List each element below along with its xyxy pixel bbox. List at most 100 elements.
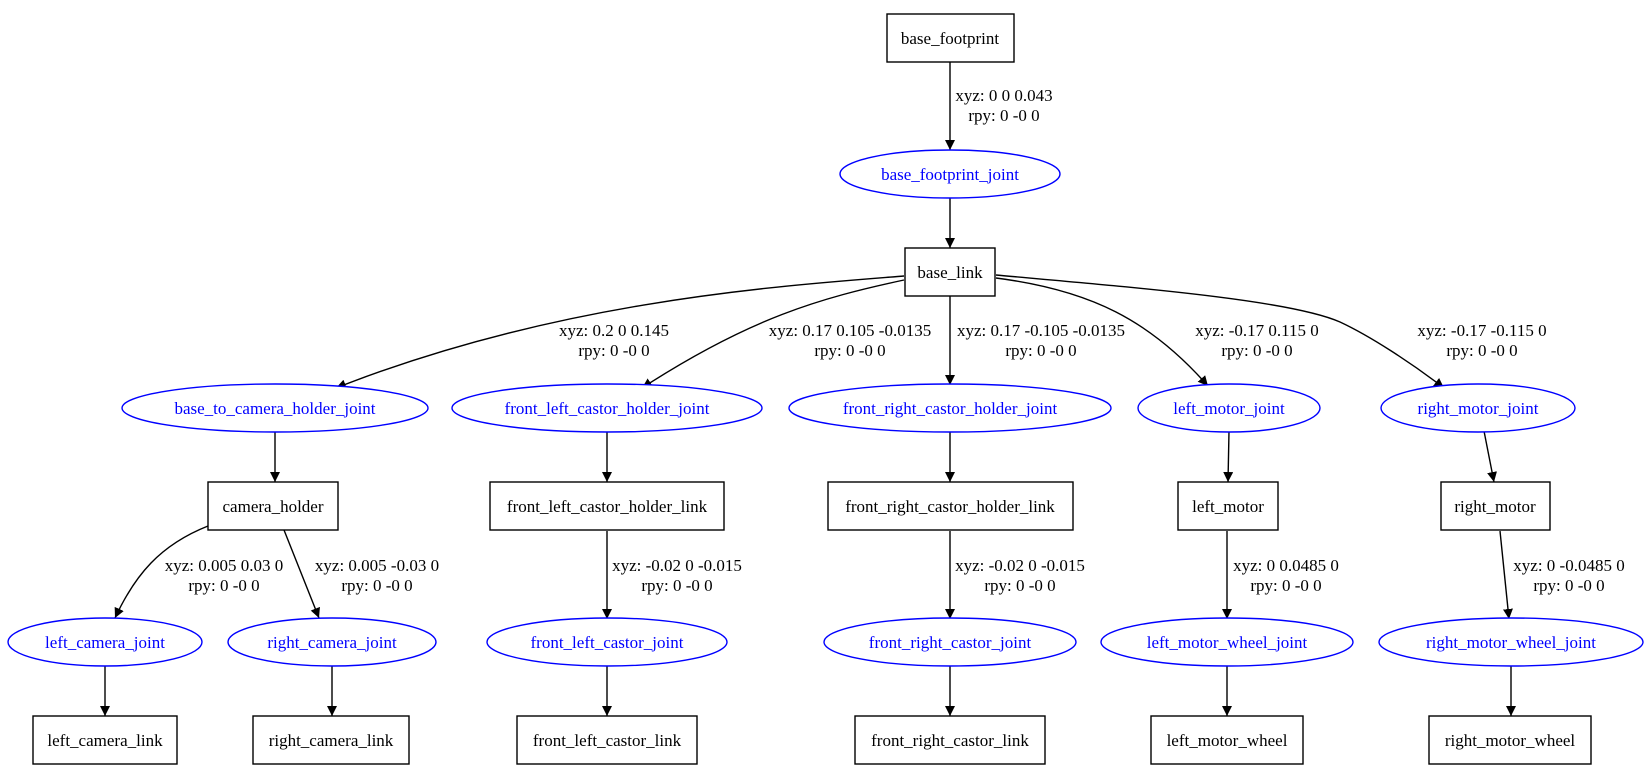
edge-label-left-motor-wheel-joint: xyz: 0 0.0485 0 rpy: 0 -0 0 — [1233, 556, 1339, 595]
link-label: front_right_castor_holder_link — [845, 497, 1055, 516]
edge-label-xyz: xyz: 0.2 0 0.145 — [559, 321, 669, 340]
joint-node-right-camera-joint[interactable]: right_camera_joint — [227, 617, 437, 667]
joint-ellipse — [1100, 617, 1354, 667]
edge-label-rpy: rpy: 0 -0 0 — [814, 341, 885, 360]
link-label: left_motor — [1192, 497, 1264, 516]
link-label: left_camera_link — [47, 731, 163, 750]
edge-right-motor-joint-to-right-motor — [1483, 430, 1497, 483]
edge-label-right-motor-wheel-joint: xyz: 0 -0.0485 0 rpy: 0 -0 0 — [1513, 556, 1624, 595]
link-label: right_motor_wheel — [1445, 731, 1576, 750]
link-box — [854, 715, 1046, 765]
joint-nodes: base_footprint_joint base_to_camera_hold… — [7, 149, 1644, 667]
joint-ellipse — [788, 383, 1112, 433]
edge-label-front-right-castor-joint: xyz: -0.02 0 -0.015 rpy: 0 -0 0 — [955, 556, 1085, 595]
joint-node-left-camera-joint[interactable]: left_camera_joint — [7, 617, 203, 667]
link-box — [32, 715, 178, 765]
link-label: base_link — [917, 263, 983, 282]
edge-label-base-to-camera-holder-joint: xyz: 0.2 0 0.145 rpy: 0 -0 0 — [559, 321, 669, 360]
joint-node-base-footprint-joint[interactable]: base_footprint_joint — [839, 149, 1061, 199]
joint-node-front-left-castor-joint[interactable]: front_left_castor_joint — [486, 617, 728, 667]
link-box — [1440, 481, 1551, 531]
edge-label-right-motor-joint: xyz: -0.17 -0.115 0 rpy: 0 -0 0 — [1417, 321, 1546, 360]
edge-label-xyz: xyz: 0 0.0485 0 — [1233, 556, 1339, 575]
edges — [100, 62, 1516, 716]
edge-label-xyz: xyz: 0 0 0.043 — [955, 86, 1052, 105]
link-node-base-footprint[interactable]: base_footprint — [886, 13, 1015, 63]
joint-node-right-motor-joint[interactable]: right_motor_joint — [1380, 383, 1576, 433]
joint-node-front-right-castor-holder-joint[interactable]: front_right_castor_holder_joint — [788, 383, 1112, 433]
joint-node-front-left-castor-holder-joint[interactable]: front_left_castor_holder_joint — [451, 383, 763, 433]
edge-label-rpy: rpy: 0 -0 0 — [341, 576, 412, 595]
joint-node-left-motor-joint[interactable]: left_motor_joint — [1137, 383, 1321, 433]
edge-label-rpy: rpy: 0 -0 0 — [1221, 341, 1292, 360]
edge-left-motor-joint-to-left-motor — [1223, 430, 1234, 483]
joint-node-right-motor-wheel-joint[interactable]: right_motor_wheel_joint — [1378, 617, 1644, 667]
link-node-camera-holder[interactable]: camera_holder — [207, 481, 339, 531]
joint-label: left_motor_joint — [1173, 399, 1285, 418]
link-node-left-motor-wheel[interactable]: left_motor_wheel — [1150, 715, 1304, 765]
link-node-right-camera-link[interactable]: right_camera_link — [252, 715, 410, 765]
edge-label-xyz: xyz: -0.17 -0.115 0 — [1417, 321, 1546, 340]
edge-base-link-to-base-to-camera-holder-joint — [335, 275, 905, 390]
joint-label: base_to_camera_holder_joint — [174, 399, 375, 418]
edge-label-rpy: rpy: 0 -0 0 — [1533, 576, 1604, 595]
link-box — [1428, 715, 1592, 765]
edge-label-rpy: rpy: 0 -0 0 — [1005, 341, 1076, 360]
joint-label: front_right_castor_joint — [869, 633, 1032, 652]
link-box — [207, 481, 339, 531]
link-box — [886, 13, 1015, 63]
edge-base-link-to-right-motor-joint — [995, 274, 1445, 389]
edge-label-left-motor-joint: xyz: -0.17 0.115 0 rpy: 0 -0 0 — [1195, 321, 1319, 360]
edge-label-rpy: rpy: 0 -0 0 — [968, 106, 1039, 125]
joint-ellipse — [1378, 617, 1644, 667]
joint-ellipse — [451, 383, 763, 433]
edge-right-motor-to-right-motor-wheel-joint — [1499, 530, 1513, 620]
joint-label: left_camera_joint — [45, 633, 165, 652]
joint-node-left-motor-wheel-joint[interactable]: left_motor_wheel_joint — [1100, 617, 1354, 667]
link-node-base-link[interactable]: base_link — [904, 247, 996, 297]
edge-camera-holder-to-right-camera-joint — [283, 529, 320, 619]
edge-label-rpy: rpy: 0 -0 0 — [641, 576, 712, 595]
link-node-front-left-castor-holder-link[interactable]: front_left_castor_holder_link — [489, 481, 725, 531]
joint-ellipse — [1137, 383, 1321, 433]
link-box — [1150, 715, 1304, 765]
link-label: camera_holder — [223, 497, 324, 516]
link-label: front_left_castor_holder_link — [507, 497, 708, 516]
link-node-right-motor-wheel[interactable]: right_motor_wheel — [1428, 715, 1592, 765]
link-node-right-motor[interactable]: right_motor — [1440, 481, 1551, 531]
link-node-front-left-castor-link[interactable]: front_left_castor_link — [516, 715, 698, 765]
link-label: right_camera_link — [269, 731, 394, 750]
edge-label-xyz: xyz: 0.005 -0.03 0 — [315, 556, 439, 575]
edge-labels: xyz: 0 0 0.043 rpy: 0 -0 0 xyz: 0.2 0 0.… — [165, 86, 1625, 595]
edge-label-front-left-castor-joint: xyz: -0.02 0 -0.015 rpy: 0 -0 0 — [612, 556, 742, 595]
link-box — [1177, 481, 1279, 531]
edge-label-right-camera-joint: xyz: 0.005 -0.03 0 rpy: 0 -0 0 — [315, 556, 439, 595]
joint-label: right_camera_joint — [267, 633, 397, 652]
edge-label-xyz: xyz: 0.17 0.105 -0.0135 — [769, 321, 931, 340]
link-label: left_motor_wheel — [1167, 731, 1288, 750]
edge-label-xyz: xyz: 0.005 0.03 0 — [165, 556, 284, 575]
edge-label-xyz: xyz: 0 -0.0485 0 — [1513, 556, 1624, 575]
edge-label-left-camera-joint: xyz: 0.005 0.03 0 rpy: 0 -0 0 — [165, 556, 284, 595]
link-box — [516, 715, 698, 765]
joint-ellipse — [227, 617, 437, 667]
joint-node-front-right-castor-joint[interactable]: front_right_castor_joint — [823, 617, 1077, 667]
link-box — [252, 715, 410, 765]
joint-node-base-to-camera-holder-joint[interactable]: base_to_camera_holder_joint — [121, 383, 429, 433]
joint-label: right_motor_joint — [1418, 399, 1539, 418]
joint-label: front_right_castor_holder_joint — [843, 399, 1058, 418]
joint-label: right_motor_wheel_joint — [1426, 633, 1596, 652]
link-node-front-right-castor-link[interactable]: front_right_castor_link — [854, 715, 1046, 765]
link-nodes: base_footprint base_link camera_holder f… — [32, 13, 1592, 765]
link-label: front_right_castor_link — [871, 731, 1029, 750]
link-node-front-right-castor-holder-link[interactable]: front_right_castor_holder_link — [827, 481, 1074, 531]
edge-label-xyz: xyz: -0.17 0.115 0 — [1195, 321, 1319, 340]
link-node-left-motor[interactable]: left_motor — [1177, 481, 1279, 531]
joint-label: base_footprint_joint — [881, 165, 1019, 184]
joint-ellipse — [1380, 383, 1576, 433]
edge-label-rpy: rpy: 0 -0 0 — [188, 576, 259, 595]
link-label: base_footprint — [901, 29, 999, 48]
link-node-left-camera-link[interactable]: left_camera_link — [32, 715, 178, 765]
edge-label-xyz: xyz: -0.02 0 -0.015 — [955, 556, 1085, 575]
edge-label-xyz: xyz: 0.17 -0.105 -0.0135 — [957, 321, 1125, 340]
